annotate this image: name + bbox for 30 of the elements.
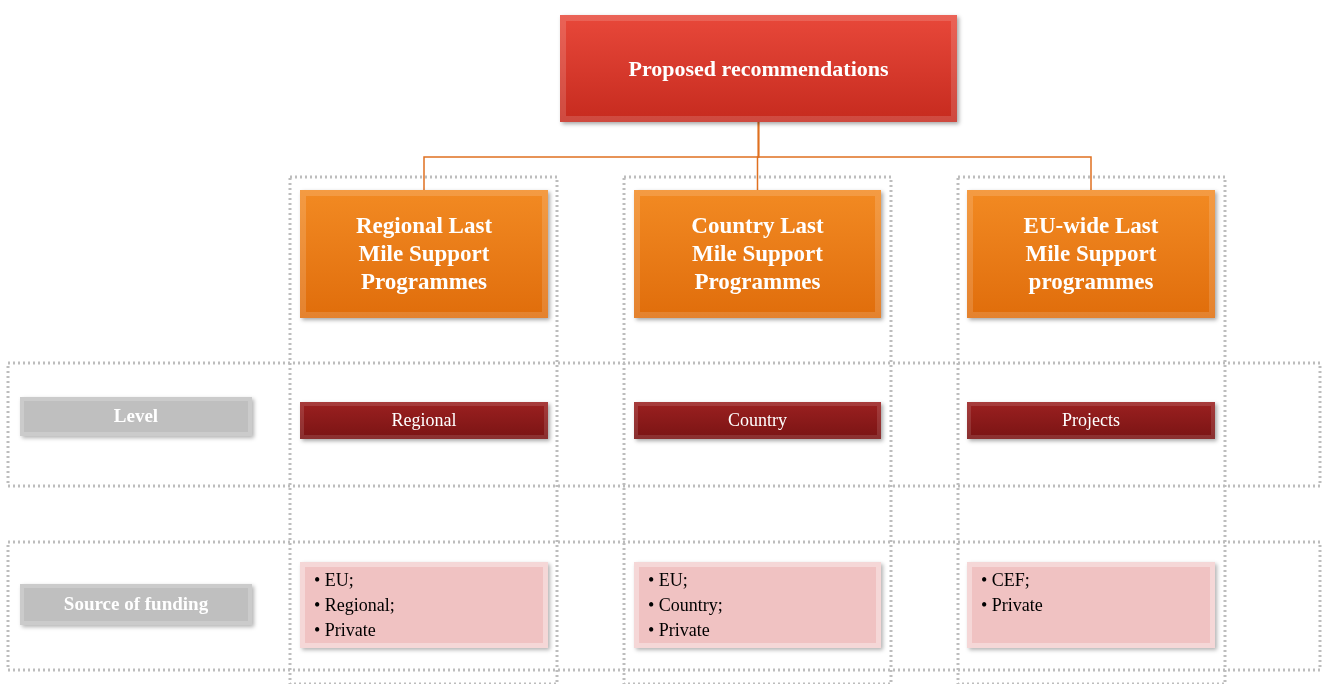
list-item: • CEF;	[981, 569, 1031, 592]
box-label: Proposed recommendations	[628, 55, 889, 83]
programme-box	[967, 190, 1215, 318]
box-label: Regional	[391, 409, 457, 432]
title-box	[560, 15, 957, 122]
list-item: • Regional;	[314, 594, 395, 617]
row-header-box	[20, 584, 252, 625]
level-box	[967, 402, 1215, 439]
level-box	[634, 402, 881, 439]
list-item: • Private	[314, 619, 377, 642]
box-label: Regional Last Mile Support Programmes	[354, 212, 494, 296]
box-label: Country Last Mile Support Programmes	[690, 212, 825, 296]
level-box	[300, 402, 548, 439]
list-item: • Private	[981, 594, 1043, 617]
row-header-box	[20, 397, 252, 436]
funding-box	[967, 562, 1215, 648]
box-label: Country	[728, 409, 787, 432]
box-label: Projects	[1062, 409, 1120, 432]
list-item: • Country;	[648, 594, 723, 617]
funding-box	[634, 562, 881, 648]
connector-line	[757, 121, 1092, 191]
list-item: • EU;	[648, 569, 689, 592]
programme-box	[300, 190, 548, 318]
box-label: EU-wide Last Mile Support programmes	[1022, 212, 1160, 296]
box-label: Source of funding	[63, 592, 209, 617]
list-item: • Private	[648, 619, 711, 642]
programme-box	[634, 190, 881, 318]
funding-box	[300, 562, 548, 648]
list-item: • EU;	[314, 569, 355, 592]
box-label: Level	[113, 404, 159, 429]
